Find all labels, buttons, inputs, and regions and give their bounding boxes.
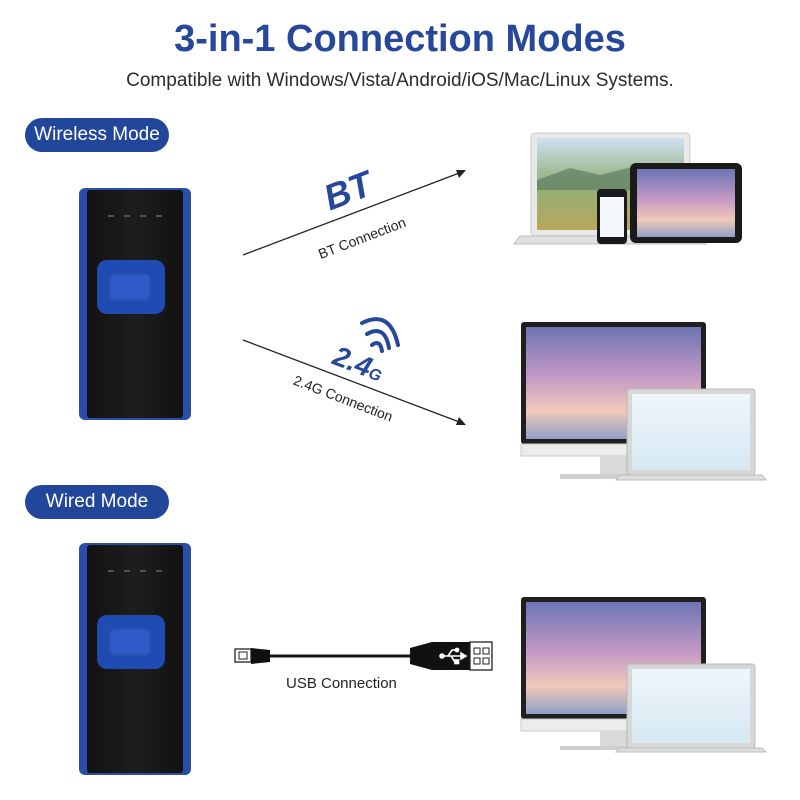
laptop-tablet-phone-illustration [513, 132, 742, 245]
page-subtitle: Compatible with Windows/Vista/Android/iO… [126, 70, 674, 91]
usb-icon [439, 647, 468, 665]
usb-connection-label: USB Connection [286, 675, 397, 692]
usb-cable-icon [234, 641, 493, 671]
wireless-mode-badge: Wireless Mode [25, 118, 169, 152]
wired-mode-badge: Wired Mode [25, 485, 169, 519]
page-title: 3-in-1 Connection Modes [174, 18, 626, 60]
arrow-icon [242, 170, 466, 256]
scan-trigger-icon [97, 260, 165, 314]
scan-trigger-icon [97, 615, 165, 669]
wireless-scanner-device [79, 188, 191, 420]
monitor-laptop-illustration [520, 597, 768, 753]
wired-scanner-device [79, 543, 191, 775]
arrow-icon [242, 339, 466, 425]
wifi-icon [360, 317, 400, 353]
monitor-laptop-illustration [520, 322, 768, 481]
